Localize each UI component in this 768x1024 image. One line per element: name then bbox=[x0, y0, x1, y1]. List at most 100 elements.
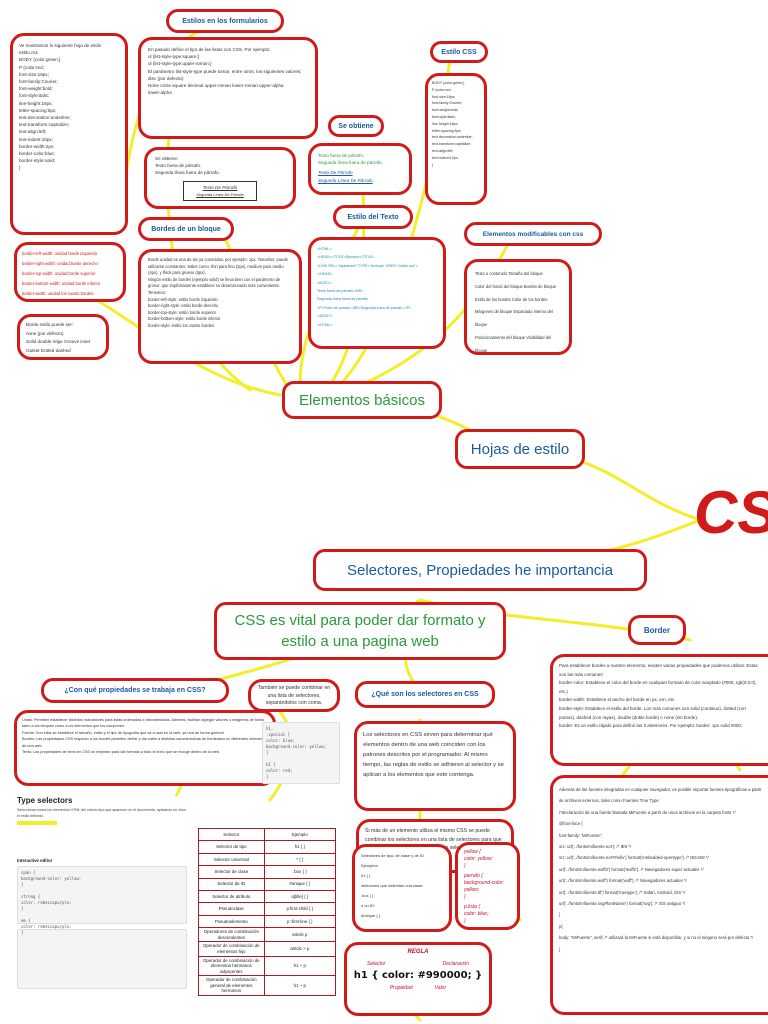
table-cell: Operadores de combinación descendentes bbox=[198, 927, 265, 943]
table-cell: Operador de combinación general de eleme… bbox=[198, 975, 265, 997]
table-cell: p::first-line { } bbox=[263, 914, 337, 929]
table-cell: p:first-child { } bbox=[263, 902, 337, 916]
bordes-left-box: border-left-width: unidad borde izquierd… bbox=[14, 242, 126, 302]
table-row: Selector de clase.box { } bbox=[198, 865, 337, 879]
que-son-box: Los selectores en CSS sirven para determ… bbox=[354, 721, 516, 811]
fonts-text: Además de las fuentes integradas en cual… bbox=[559, 787, 762, 952]
estilo-texto-box: <HTML> <HEAD><TITLE>Ejemplo</TITLE> <LIN… bbox=[308, 237, 446, 349]
texto-parrafo: Texto De Párrafo bbox=[202, 184, 238, 190]
handwritten-3: p.lista { color: blue; } bbox=[464, 904, 489, 924]
estilo-texto-label: Estilo del Texto bbox=[333, 205, 413, 229]
hojas-de-estilo-node: Hojas de estilo bbox=[455, 429, 585, 469]
regla-box: REGLA Selector Declaración h1 { color: #… bbox=[344, 942, 492, 1016]
formularios-text: En pasado define el tipo de las listas c… bbox=[148, 47, 302, 96]
type-selectors-panel: Type selectors Seleccionan todos los ele… bbox=[17, 796, 187, 1018]
border-node: Border bbox=[628, 615, 686, 645]
elementos-basicos-node: Elementos básicos bbox=[282, 381, 442, 419]
table-cell: Selector de clase bbox=[198, 865, 265, 879]
elementos-mod-text: Texto o contenido Tamaño del bloque Colo… bbox=[475, 271, 557, 353]
left-code-text: Ve mostramos lo siguiente hoja de estilo… bbox=[19, 43, 102, 171]
se-obtiene-left-text: Se obtiene: Texto fuera de párrafo. Segu… bbox=[155, 156, 220, 176]
segunda-parrafo: Segunda Línea De Párrafo bbox=[196, 191, 244, 197]
table-row: Operador de combinación de elementos hij… bbox=[198, 941, 337, 957]
que-son-text: Los selectores en CSS sirven para determ… bbox=[363, 732, 504, 778]
selectores-propiedades-node: Selectores, Propiedades he importancia bbox=[313, 549, 647, 591]
table-cell: article > p bbox=[263, 941, 337, 957]
estilo-css-text: BODY {color:green;} P {color:red; font-s… bbox=[432, 81, 473, 167]
table-cell: article p bbox=[263, 927, 337, 943]
handwritten-1: yellow { color: yellow; } bbox=[464, 849, 493, 869]
valor-label: Valor bbox=[434, 985, 447, 991]
bordes-bloque-text: Borde unidad es una de las ya conocidas,… bbox=[148, 257, 288, 328]
texto-parrafo-right: Texto De Párrafo Segunda Línea De Párraf… bbox=[318, 170, 373, 183]
css-vital-node: CSS es vital para poder dar formato y es… bbox=[214, 602, 506, 660]
fonts-box: Además de las fuentes integradas en cual… bbox=[550, 775, 768, 1015]
se-obtiene-left-box: Se obtiene: Texto fuera de párrafo. Segu… bbox=[144, 147, 296, 209]
border-text: Para establecer bordes a nuestro element… bbox=[559, 663, 758, 729]
combinar-box: También se puede combinar en una lista d… bbox=[248, 679, 340, 712]
bordes-bloque-label: Bordes de un bloque bbox=[138, 217, 234, 241]
selector-tipo-box: Selectores de tipo, de clase y de ID Eje… bbox=[352, 844, 452, 932]
table-cell: h1 ~ p bbox=[263, 975, 337, 997]
type-selectors-desc: Seleccionan todos los elementos HTML del… bbox=[17, 808, 186, 818]
selector-tipo-text: Selectores de tipo, de clase y de ID Eje… bbox=[361, 853, 424, 918]
se-obtiene-right-text: Texto fuera de párrafo. Segunda línea fu… bbox=[318, 153, 383, 166]
estilo-css-label: Estilo CSS bbox=[430, 41, 488, 63]
con-que-propiedades-label: ¿Con qué propiedades se trabaja en CSS? bbox=[41, 678, 229, 703]
table-cell: h1 { } bbox=[263, 840, 337, 854]
table-row: Operador de combinación general de eleme… bbox=[198, 975, 337, 997]
table-cell: .box { } bbox=[263, 865, 337, 879]
handwritten-2: parrafo { background-color: yellow; } bbox=[464, 873, 505, 900]
que-son-selectores-label: ¿Qué son los selectores en CSS bbox=[355, 681, 495, 708]
selector-label: Selector bbox=[367, 961, 386, 967]
se-obtiene-label: Se obtiene bbox=[328, 115, 384, 137]
border-box: Para establecer bordes a nuestro element… bbox=[550, 654, 768, 766]
interactive-editor-label: Interactive editor bbox=[17, 857, 53, 863]
estilo-texto-text: <HTML> <HEAD><TITLE>Ejemplo</TITLE> <LIN… bbox=[317, 247, 418, 327]
table-cell: h1 + p bbox=[263, 955, 337, 977]
table-row: Selector universal* { } bbox=[198, 852, 337, 867]
code-sample-html bbox=[17, 928, 187, 989]
bordes-values-text: Borde estilo puede ser: none (por defect… bbox=[26, 322, 91, 353]
formularios-box: En pasado define el tipo de las listas c… bbox=[138, 37, 318, 139]
table-cell: Selector de ID bbox=[198, 877, 265, 891]
table-cell: Selector de atributo bbox=[198, 889, 265, 904]
bordes-left-text: border-left-width: unidad borde izquierd… bbox=[22, 251, 101, 296]
con-que-text: Listas: Permiten establecer distintos ma… bbox=[22, 718, 267, 755]
rule-code: h1 { color: #990000; } bbox=[353, 970, 483, 981]
bordes-bloque-box: Borde unidad es una de las ya conocidas,… bbox=[138, 249, 302, 364]
table-cell: Selector universal bbox=[198, 852, 265, 867]
combinar-text: También se puede combinar en una lista d… bbox=[257, 685, 331, 707]
css-logo: CSS bbox=[694, 479, 768, 546]
table-cell: a[title] { } bbox=[263, 889, 337, 904]
left-code-box: Ve mostramos lo siguiente hoja de estilo… bbox=[10, 33, 128, 235]
declaracion-label: Declaración bbox=[442, 961, 469, 967]
table-cell: #unique { } bbox=[263, 877, 337, 891]
elementos-mod-box: Texto o contenido Tamaño del bloque Colo… bbox=[464, 259, 572, 355]
table-cell: Pseudoelemento bbox=[198, 914, 265, 929]
regla-label: REGLA bbox=[407, 949, 429, 955]
elementos-modificables-label: Elementos modificables con css bbox=[464, 222, 602, 246]
table-cell: Operador de combinación de elementos her… bbox=[198, 955, 265, 977]
table-cell: Selector de tipo bbox=[198, 840, 265, 854]
estilos-formularios-label: Estilos en los formularios bbox=[166, 9, 284, 33]
table-header-cell: Ejemplo bbox=[263, 827, 337, 842]
propiedad-label: Propiedad bbox=[389, 985, 413, 991]
table-cell: Operador de combinación de elementos hij… bbox=[198, 941, 265, 957]
combinar-code: h1, .special { color: blue; background-c… bbox=[262, 722, 340, 784]
table-row: Selector de ID#unique { } bbox=[198, 877, 337, 891]
con-que-box: Listas: Permiten establecer distintos ma… bbox=[14, 710, 276, 786]
table-row: Operador de combinación de elementos her… bbox=[198, 955, 337, 977]
table-cell: * { } bbox=[263, 852, 337, 867]
code-sample: span { background-color: yellow; } stron… bbox=[17, 865, 187, 935]
handwritten-box: yellow { color: yellow; } parrafo { back… bbox=[455, 842, 520, 930]
se-obtiene-right-box: Texto fuera de párrafo. Segunda línea fu… bbox=[308, 143, 412, 195]
